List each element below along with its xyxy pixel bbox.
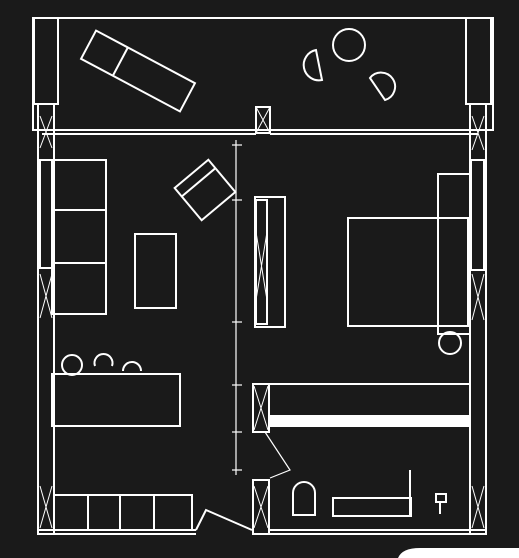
interior-walls [195,140,469,535]
bistro-chair-right [368,71,397,102]
coffee-table [134,233,177,309]
kitchen-island [51,373,181,427]
sun-lounger [79,29,197,113]
stool-1 [60,354,84,376]
terrace-post-center [255,106,271,134]
bathroom [292,470,447,517]
bistro-chair-left [302,48,324,82]
bed-headboard [437,173,471,335]
bathroom-wall-bottom [252,479,270,535]
stool-3 [122,361,142,372]
bathroom-wall-top [269,415,469,427]
bathroom-door [264,431,291,479]
entrance-door [195,508,253,531]
toilet [292,481,316,516]
corner-tab [398,548,519,558]
living-room [51,158,237,315]
armchair [173,158,237,222]
nightstand-lamp [438,331,462,355]
bathroom-wall-post [252,383,270,433]
bistro-table [302,28,397,102]
stool-2 [93,353,114,367]
bedroom [347,173,471,355]
sofa [51,159,107,315]
kitchen-cabinets [53,494,193,531]
kitchen [51,353,193,531]
double-bed [347,217,469,327]
